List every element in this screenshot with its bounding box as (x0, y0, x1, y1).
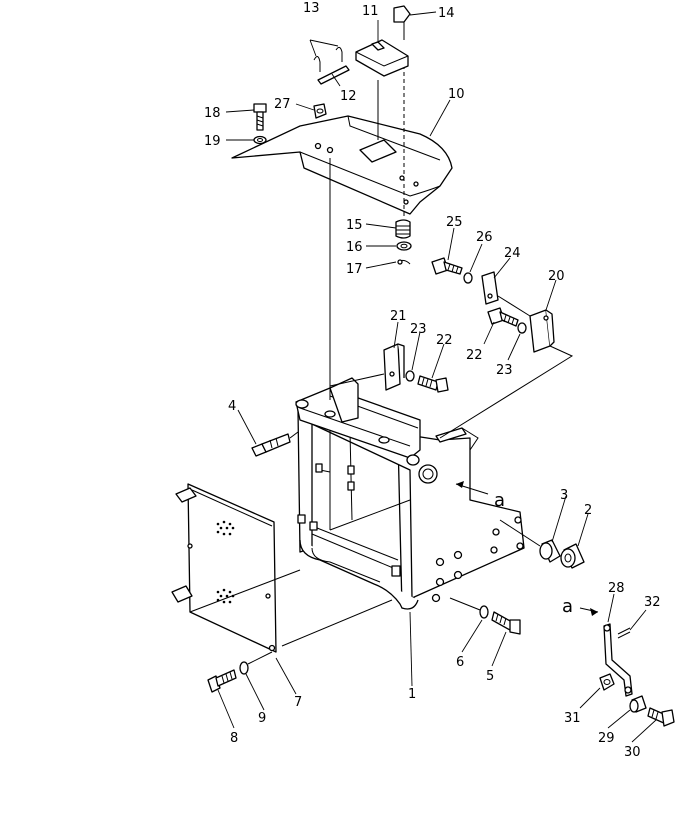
callout-12: 12 (340, 89, 357, 104)
callout-4: 4 (228, 399, 236, 414)
callout-6: 6 (456, 655, 464, 670)
callout-29: 29 (598, 731, 615, 746)
callout-14: 14 (438, 6, 455, 21)
panel-bolt (207, 651, 273, 693)
callout-16: 16 (346, 240, 363, 255)
callout-23-right-label: 23 (496, 363, 513, 378)
callout-21: 21 (390, 309, 407, 324)
callout-7: 7 (294, 695, 302, 710)
view-marker-detail: a (562, 596, 573, 617)
callout-11: 11 (362, 4, 379, 19)
callout-31-label: 31 (564, 711, 581, 726)
callout-23-left: 23 (410, 322, 427, 337)
callout-19: 19 (204, 134, 221, 149)
callout-28: 28 (608, 581, 625, 596)
hinge-brackets (329, 257, 574, 439)
callout-labels: 14 13 11 12 10 18 27 19 15 16 17 25 26 2… (204, 1, 661, 760)
cover-panel (171, 483, 393, 653)
callout-17: 17 (346, 262, 363, 277)
callout-26: 26 (476, 230, 493, 245)
callout-18: 18 (204, 106, 221, 121)
callout-22-right: 22 (466, 348, 483, 363)
top-cover (231, 58, 453, 400)
callout-22-left: 22 (436, 333, 453, 348)
bushings (499, 519, 585, 569)
callout-32: 32 (644, 595, 661, 610)
switch-part (251, 431, 299, 457)
view-marker-main: a (494, 490, 505, 511)
spring-stack (395, 219, 412, 265)
callout-25: 25 (446, 215, 463, 230)
callout-10: 10 (448, 87, 465, 102)
callout-13: 13 (303, 1, 320, 16)
callout-24: 24 (504, 246, 521, 261)
callout-2: 2 (584, 503, 592, 518)
frame-assembly (295, 377, 525, 610)
frame-bolt (449, 597, 521, 635)
top-fasteners (253, 103, 327, 145)
callout-1: 1 (408, 687, 416, 702)
leader-lines (217, 11, 657, 743)
latch-assembly (313, 5, 411, 85)
callout-9: 9 (258, 711, 266, 726)
callout-20: 20 (548, 269, 565, 284)
callout-27: 27 (274, 97, 291, 112)
callout-5: 5 (486, 669, 494, 684)
callout-15: 15 (346, 218, 363, 233)
callout-8: 8 (230, 731, 238, 746)
detail-view-a (579, 607, 675, 727)
callout-30-label: 30 (624, 745, 641, 760)
callout-3: 3 (560, 488, 568, 503)
